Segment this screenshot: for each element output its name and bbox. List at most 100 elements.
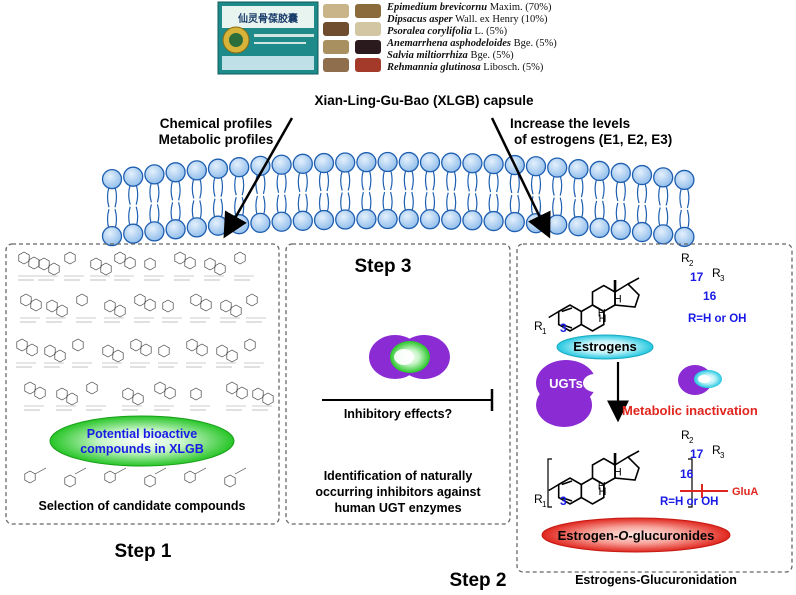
- aromatic-bond: [561, 496, 573, 502]
- step3-title: Step 3: [354, 256, 411, 277]
- inhibitor-enzyme-icon: [369, 334, 450, 379]
- step3-box: [285, 243, 511, 525]
- lipid-tail: [191, 178, 202, 199]
- chemical-ring: [234, 251, 246, 265]
- r1-bond: [548, 483, 560, 492]
- chemical-ring: [24, 381, 36, 395]
- chemical-ring: [190, 293, 202, 307]
- lipid-tail: [403, 169, 414, 191]
- step3-desc-3: human UGT enzymes: [334, 501, 461, 515]
- lipid-head: [271, 211, 292, 232]
- chemical-ring: [66, 392, 78, 406]
- lipid-head: [101, 168, 123, 190]
- chemical-ring: [64, 474, 76, 488]
- herb-latin-name: Dipsacus asper: [387, 14, 453, 25]
- chemical-ring: [252, 387, 264, 401]
- r3-bond: [627, 450, 640, 458]
- inhibition-line: [322, 389, 494, 411]
- chemical-ring: [162, 299, 174, 313]
- lipid-head: [335, 152, 356, 173]
- chemical-ring: [144, 257, 156, 271]
- chemical-ring: [184, 256, 196, 270]
- lipid-head: [207, 158, 229, 179]
- chemical-bond: [194, 467, 207, 475]
- herb-percentage: (10%): [521, 14, 548, 25]
- lipid-head: [292, 153, 313, 174]
- r3-sub: 3: [720, 274, 725, 283]
- lipid-head: [441, 209, 462, 230]
- r1-sub: 1: [542, 327, 547, 336]
- chemical-bond: [234, 467, 247, 475]
- lipid-tail: [446, 170, 457, 191]
- lipid-head: [631, 164, 653, 186]
- herb-author: Bge.: [467, 50, 493, 61]
- chemical-ring: [56, 387, 68, 401]
- chemical-ring: [18, 251, 30, 265]
- chemical-ring: [140, 343, 152, 357]
- r1-bond: [548, 310, 560, 319]
- pos16-label: 16: [703, 289, 717, 303]
- chemical-ring: [122, 387, 134, 401]
- r-definition-bottom: R=H or OH: [660, 496, 718, 508]
- lipid-head: [398, 151, 419, 173]
- chemical-ring: [236, 386, 248, 400]
- chemical-ring: [124, 256, 136, 270]
- chemical-ring: [134, 293, 146, 307]
- lipid-head: [589, 160, 610, 182]
- chemical-profiles-label: Chemical profiles: [160, 116, 273, 131]
- lipid-tail: [318, 170, 330, 192]
- chemical-ring: [200, 298, 212, 312]
- lipid-head: [631, 221, 653, 243]
- chemical-bond: [114, 467, 127, 475]
- hydrogen-label: H: [598, 481, 606, 493]
- step2-box: [516, 243, 793, 573]
- ellipse-line-2: compounds in XLGB: [80, 442, 204, 456]
- herb-item: Epimedium brevicornu Maxim. (70%): [387, 2, 552, 13]
- lipid-tail: [128, 184, 139, 205]
- chemical-ring: [164, 386, 176, 400]
- chemical-ring: [184, 470, 196, 484]
- lipid-head: [568, 159, 589, 180]
- estrogens-label: Estrogens: [573, 339, 637, 354]
- r2-sub-bottom: 2: [689, 436, 694, 445]
- chemical-ring: [130, 338, 142, 352]
- lipid-head: [144, 164, 165, 185]
- product-caption: Xian-Ling-Gu-Bao (XLGB) capsule: [314, 93, 533, 108]
- bracket-right: [688, 458, 693, 508]
- lipid-head: [419, 152, 441, 173]
- bracket-left: [547, 458, 552, 508]
- herb-percentage: (70%): [525, 2, 552, 13]
- herb-latin-name: Salvia miltiorrhiza: [387, 50, 468, 61]
- chemical-ring: [26, 343, 38, 357]
- chemical-ring: [56, 304, 68, 318]
- lipid-tail: [467, 171, 478, 192]
- lipid-head: [123, 166, 144, 187]
- chemical-ring: [224, 474, 236, 488]
- chemical-ring: [114, 304, 126, 318]
- herb-author: Maxim.: [487, 2, 526, 13]
- aromatic-bond: [561, 323, 573, 329]
- lipid-tail: [530, 174, 542, 195]
- lipid-tail: [424, 170, 436, 191]
- lipid-head: [356, 152, 377, 173]
- chemical-ring: [262, 392, 274, 406]
- pos17-label: 17: [690, 270, 704, 284]
- steroid-ring-d: [614, 282, 640, 308]
- lipid-tail: [488, 171, 499, 193]
- herb-latin-name: Rehmannia glutinosa: [387, 62, 481, 73]
- lipid-head: [610, 162, 631, 184]
- herb-item: Anemarrhena asphodeloides Bge. (5%): [387, 38, 557, 49]
- bound-enzyme-icon: [678, 365, 722, 395]
- chemical-ring: [54, 349, 66, 363]
- chemical-ring: [44, 344, 56, 358]
- lipid-head: [419, 209, 441, 230]
- herb-author: Bge.: [510, 38, 536, 49]
- lipid-tail: [106, 186, 118, 208]
- estrogens-ellipse: [556, 334, 654, 360]
- lipid-head: [313, 152, 335, 174]
- step3-desc-2: occurring inhibitors against: [315, 485, 481, 499]
- chemical-ring: [216, 344, 228, 358]
- chemical-bond: [34, 467, 47, 475]
- lipid-head: [356, 209, 377, 230]
